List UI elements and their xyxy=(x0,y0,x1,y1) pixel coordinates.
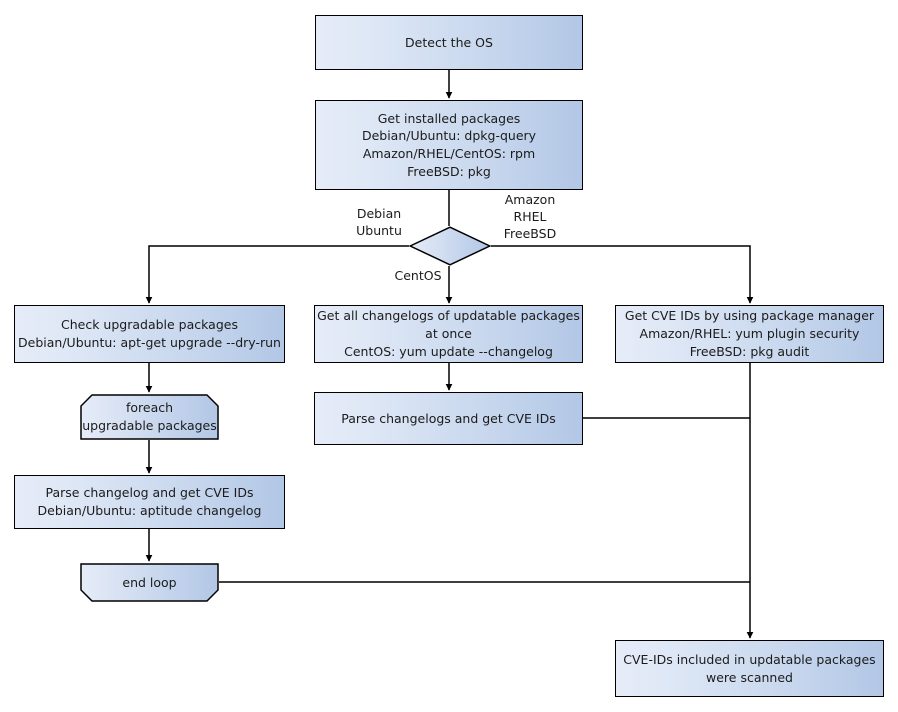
branch-label-centos: CentOS xyxy=(394,268,442,283)
end-loop-shape[interactable]: end loop xyxy=(80,563,219,602)
get-installed-packages-label: Get installed packages Debian/Ubuntu: dp… xyxy=(361,110,537,179)
branch-label-debian-ubuntu: Debian Ubuntu xyxy=(356,206,402,238)
diamond-shape-icon xyxy=(409,226,491,266)
get-all-changelogs-label: Get all changelogs of updatable packages… xyxy=(317,308,580,359)
edge-decision-to-get-cve-ids-pkgmgr xyxy=(491,245,754,304)
loop-start-shape-icon xyxy=(80,394,219,440)
parse-changelog-aptitude-box[interactable]: Parse changelog and get CVE IDs Debian/U… xyxy=(14,475,285,529)
loop-end-shape-icon xyxy=(80,563,219,602)
cve-ids-scanned-result-box[interactable]: CVE-IDs included in updatable packages w… xyxy=(615,640,884,697)
get-cve-ids-package-manager-box[interactable]: Get CVE IDs by using package manager Ama… xyxy=(615,305,884,363)
edge-decision-to-check-upgradable xyxy=(145,245,409,304)
parse-changelog-aptitude-label: Parse changelog and get CVE IDs Debian/U… xyxy=(37,485,262,518)
detect-the-os-box[interactable]: Detect the OS xyxy=(315,15,583,70)
parse-changelogs-get-cve-ids-box[interactable]: Parse changelogs and get CVE IDs xyxy=(314,392,583,445)
cve-ids-scanned-result-label: CVE-IDs included in updatable packages w… xyxy=(623,651,876,685)
end-loop-label: end loop xyxy=(122,574,177,590)
check-upgradable-packages-box[interactable]: Check upgradable packages Debian/Ubuntu:… xyxy=(14,305,285,363)
get-installed-packages-box[interactable]: Get installed packages Debian/Ubuntu: dp… xyxy=(315,100,583,190)
check-upgradable-packages-label: Check upgradable packages Debian/Ubuntu:… xyxy=(18,317,281,350)
parse-changelogs-get-cve-ids-label: Parse changelogs and get CVE IDs xyxy=(341,410,556,426)
foreach-upgradable-packages-loop-start[interactable]: foreach upgradable packages xyxy=(80,394,219,440)
get-all-changelogs-box[interactable]: Get all changelogs of updatable packages… xyxy=(314,305,583,363)
get-cve-ids-package-manager-label: Get CVE IDs by using package manager Ama… xyxy=(624,308,875,359)
branch-label-amazon-rhel-freebsd: Amazon RHEL FreeBSD xyxy=(503,192,557,241)
os-decision-diamond[interactable] xyxy=(409,226,491,266)
detect-the-os-label: Detect the OS xyxy=(405,34,493,50)
foreach-loop-label: foreach upgradable packages xyxy=(82,400,217,433)
